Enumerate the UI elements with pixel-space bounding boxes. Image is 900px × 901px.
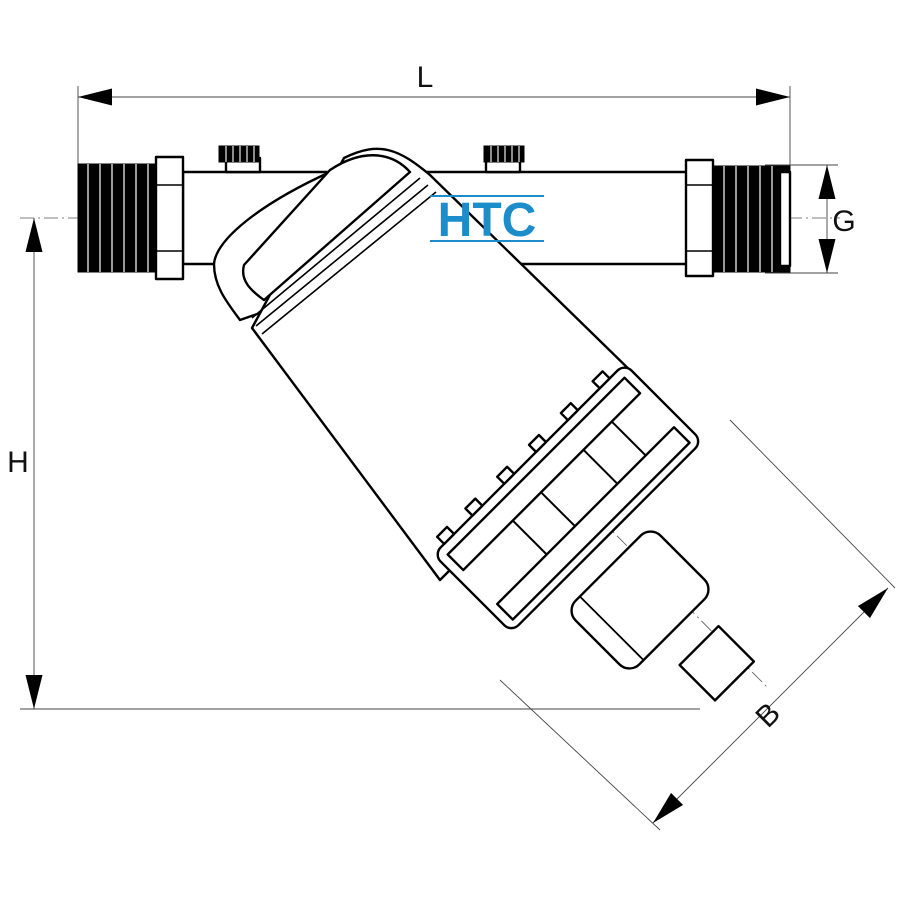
- dimension-L-label: L: [417, 61, 434, 94]
- left-thread: [77, 163, 157, 273]
- dimension-B-label: B: [750, 697, 787, 734]
- htc-logo-text: HTC: [438, 194, 537, 247]
- bottom-clamp-assembly: [435, 366, 756, 702]
- extension-lines: [20, 86, 896, 831]
- right-union-nut: [684, 158, 715, 278]
- pressure-port-right: [483, 145, 525, 174]
- dimension-G: G: [818, 165, 856, 273]
- left-union-nut: [154, 155, 185, 281]
- pressure-port-left: [218, 145, 262, 174]
- htc-logo: HTC: [430, 194, 544, 247]
- dimension-B: B: [652, 587, 889, 824]
- dimension-G-label: G: [832, 205, 855, 238]
- dimension-H-label: H: [7, 446, 29, 479]
- right-thread: [712, 165, 791, 273]
- dimension-H: H: [7, 218, 43, 709]
- dimension-L: L: [78, 61, 790, 106]
